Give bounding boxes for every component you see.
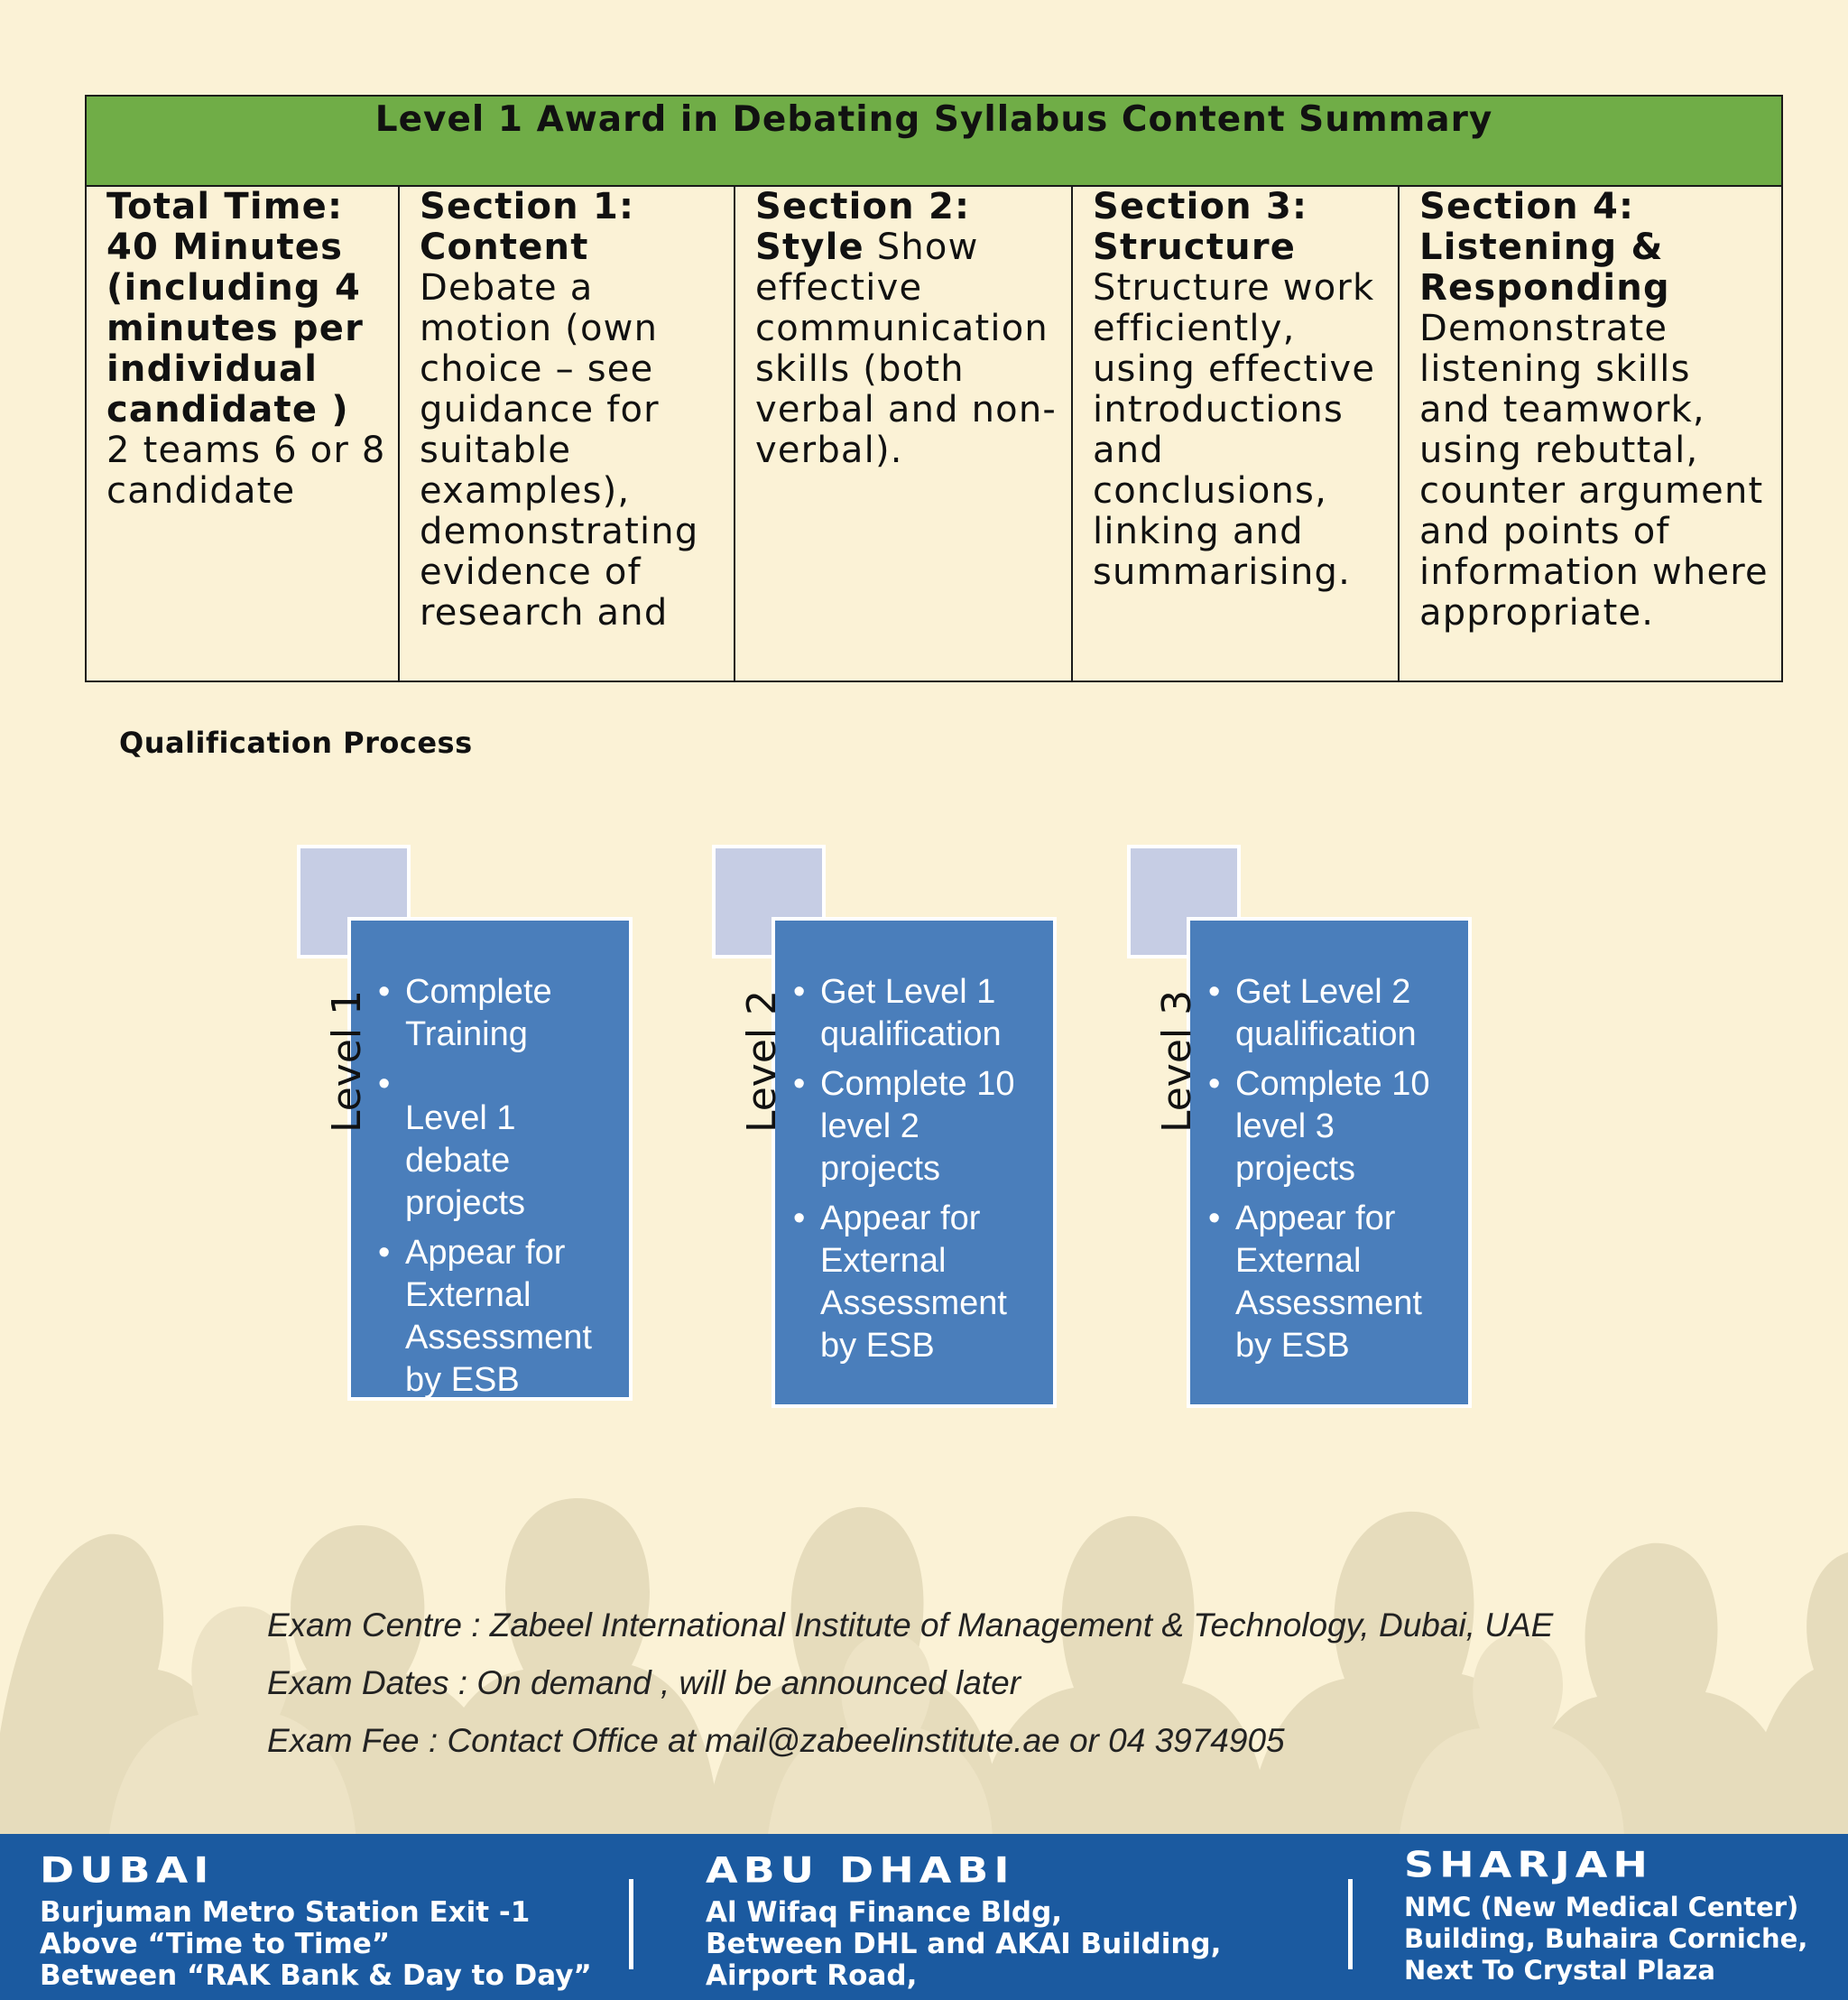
level-1-list: Complete Training Level 1 debate project… <box>378 971 622 1409</box>
list-item: Level 1 debate projects <box>378 1063 622 1225</box>
section-3-heading: Section 3: Structure <box>1093 187 1308 268</box>
office-address-line: Above “Time to Time” <box>40 1928 391 1960</box>
exam-dates-text: Exam Dates : On demand , will be announc… <box>267 1664 1021 1701</box>
office-city: ABU DHABI <box>706 1849 1015 1892</box>
level-3-card: Level 3 Get Level 2 qualification Comple… <box>1127 845 1472 1463</box>
level-2-list: Get Level 1 qualification Complete 10 le… <box>793 971 1037 1375</box>
section-2-heading: Section 2: Style <box>755 187 971 268</box>
office-address-line: NMC (New Medical Center) <box>1404 1892 1799 1922</box>
list-item: Appear for External Assessment by ESB <box>378 1232 622 1402</box>
list-item: Get Level 2 qualification <box>1208 971 1452 1056</box>
level-1-label: Level 1 <box>324 989 370 1134</box>
section-4-text: Demonstrate listening skills and teamwor… <box>1419 308 1769 634</box>
list-item: Complete 10 level 2 projects <box>793 1063 1037 1190</box>
crowd-silhouette-image <box>0 1498 1848 1841</box>
section-1-heading: Section 1: Content <box>420 187 635 268</box>
footer-divider <box>1348 1879 1353 1969</box>
office-address-line: Next To Crystal Plaza <box>1404 1955 1715 1986</box>
footer-offices: DUBAI Burjuman Metro Station Exit -1 Abo… <box>0 1834 1848 2000</box>
office-address-line: Burjuman Metro Station Exit -1 <box>40 1896 531 1929</box>
section-3-text: Structure work efficiently, using effect… <box>1093 267 1376 593</box>
office-address-line: Airport Road, <box>706 1959 918 1992</box>
level-2-label: Level 2 <box>739 989 785 1134</box>
syllabus-table: Level 1 Award in Debating Syllabus Conte… <box>85 95 1783 682</box>
list-item-text: Level 1 debate projects <box>405 1099 526 1222</box>
footer-divider <box>629 1879 633 1969</box>
exam-fee-text: Exam Fee : Contact Office at mail@zabeel… <box>267 1722 1285 1759</box>
office-address-line: Between DHL and AKAI Building, <box>706 1928 1222 1960</box>
list-item: Complete 10 level 3 projects <box>1208 1063 1452 1190</box>
exam-info: Exam Centre : Zabeel International Insti… <box>267 1606 1553 1780</box>
section-4-cell: Section 4: Listening & Responding Demons… <box>1400 187 1781 681</box>
section-3-cell: Section 3: Structure Structure work effi… <box>1073 187 1400 681</box>
office-sharjah: SHARJAH NMC (New Medical Center) Buildin… <box>1404 1845 1807 1986</box>
level-1-card: Level 1 Complete Training Level 1 debate… <box>297 845 635 1463</box>
section-1-cell: Section 1: Content Debate a motion (own … <box>400 187 735 681</box>
section-2-cell: Section 2: Style Show effective communic… <box>735 187 1073 681</box>
section-2-text: Show effective communication skills (bot… <box>755 227 1058 471</box>
exam-centre-text: Exam Centre : Zabeel International Insti… <box>267 1606 1554 1644</box>
list-item: Complete Training <box>378 971 622 1056</box>
syllabus-row: Total Time: 40 Minutes (including 4 minu… <box>87 187 1781 681</box>
office-address-line: Between “RAK Bank & Day to Day” <box>40 1959 592 1992</box>
list-item: Get Level 1 qualification <box>793 971 1037 1056</box>
qualification-process-title: Qualification Process <box>119 726 473 760</box>
teams-text: 2 teams 6 or 8 candidate <box>106 430 386 512</box>
level-3-square <box>1127 845 1241 958</box>
office-dubai: DUBAI Burjuman Metro Station Exit -1 Abo… <box>40 1850 592 1992</box>
level-3-list: Get Level 2 qualification Complete 10 le… <box>1208 971 1452 1375</box>
office-abu-dhabi: ABU DHABI Al Wifaq Finance Bldg, Between… <box>706 1850 1221 1992</box>
total-time-text: Total Time: 40 Minutes (including 4 minu… <box>106 187 365 431</box>
office-address-line: Building, Buhaira Corniche, <box>1404 1923 1808 1954</box>
section-1-text: Debate a motion (own choice – see guidan… <box>420 267 699 634</box>
section-4-heading: Section 4: Listening & Responding <box>1419 187 1670 309</box>
office-city: DUBAI <box>40 1849 215 1892</box>
level-3-label: Level 3 <box>1154 989 1200 1134</box>
total-time-cell: Total Time: 40 Minutes (including 4 minu… <box>87 187 400 681</box>
level-2-card: Level 2 Get Level 1 qualification Comple… <box>712 845 1057 1463</box>
list-item: Appear for External Assessment by ESB <box>793 1198 1037 1367</box>
office-city: SHARJAH <box>1404 1844 1653 1886</box>
office-address-line: Al Wifaq Finance Bldg, <box>706 1896 1063 1929</box>
syllabus-title: Level 1 Award in Debating Syllabus Conte… <box>87 97 1781 187</box>
list-item: Appear for External Assessment by ESB <box>1208 1198 1452 1367</box>
